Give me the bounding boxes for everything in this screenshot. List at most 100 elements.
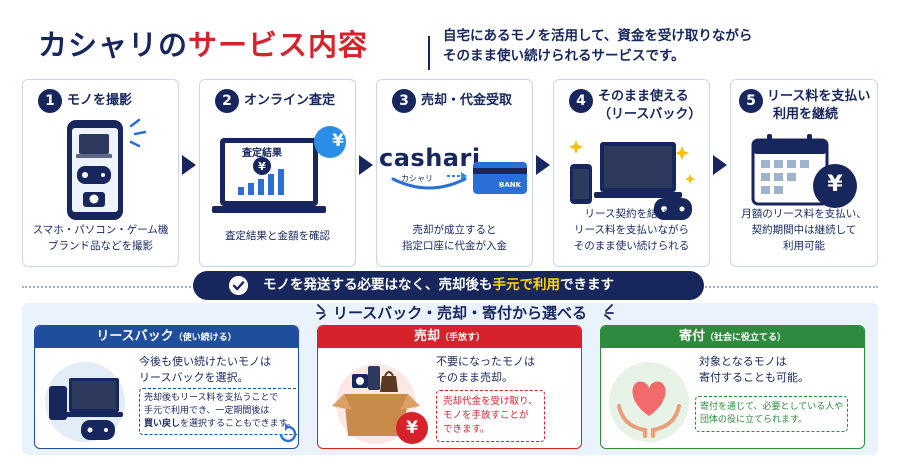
arrow-right-icon xyxy=(713,155,727,175)
header-tagline: 自宅にあるモノを活用して、資金を受け取りながら そのまま使い続けられるサービスで… xyxy=(443,26,752,66)
yen-coin-icon: ¥ xyxy=(827,172,843,197)
panel-donate-header: 寄付（社会に役立てる） xyxy=(601,326,864,348)
panel-leaseback-note-line-2: 手元で利用でき、一定期間後は xyxy=(144,406,270,416)
panel-sell-note: 売却代金を受け取り、 モノを手放すことが できます。 xyxy=(436,390,545,442)
arrow-right-icon xyxy=(182,155,196,175)
panel-leaseback-note-line-3-rest: を選択することもできます。 xyxy=(180,419,296,429)
banner-text-main: モノを発送する必要はなく、売却後も xyxy=(263,277,493,293)
panel-leaseback-note-line-1: 売却後もリース料を支払うことで xyxy=(144,393,279,403)
step-5-title-line-2: 利用を継続 xyxy=(773,107,839,122)
step-1-desc-line-1: スマホ・パソコン・ゲーム機 xyxy=(32,224,169,236)
panel-sell-subtitle: （手放す） xyxy=(440,333,486,343)
banner-highlight: 手元で利用 xyxy=(492,277,561,293)
cashari-kana: カシャリ xyxy=(401,174,433,183)
tagline-line-1: 自宅にあるモノを活用して、資金を受け取りながら xyxy=(443,28,753,44)
step-5-desc-line-2: 契約期間中は継続して xyxy=(751,224,857,236)
panel-leaseback-title: リースバック xyxy=(96,329,174,344)
cycle-arrow-icon xyxy=(279,423,297,443)
step-5-desc-line-1: 月額のリース料を支払い、 xyxy=(741,208,867,220)
step-5-description: 月額のリース料を支払い、 契約期間中は継続して 利用可能 xyxy=(731,206,877,254)
devices-icon xyxy=(569,140,695,220)
arrow-right-icon xyxy=(359,155,373,175)
step-3-description: 売却が成立すると 指定口座に代金が入金 xyxy=(377,222,532,254)
arrow-right-icon xyxy=(536,155,550,175)
sparkle-left-icon xyxy=(316,304,326,320)
step-3-desc-line-2: 指定口座に代金が入金 xyxy=(402,240,507,252)
step-2-card: 2 オンライン査定 ¥ 査定結果 ¥ 査定結果と金額を確認 xyxy=(199,79,356,267)
step-4-desc-line-1: リース契約を結び、 xyxy=(584,208,679,220)
svg-text:¥: ¥ xyxy=(258,160,266,173)
panel-donate: 寄付（社会に役立てる） 対象となるモノは 寄付することも可能。 寄付を通じて、必… xyxy=(600,325,865,449)
step-4-desc-line-2: リース料を支払いながら xyxy=(574,224,689,236)
panel-sell-note-line-3: できます。 xyxy=(443,424,490,435)
step-4-desc-line-3: そのまま使い続けられる xyxy=(573,240,690,252)
step-5-card: 5 リース料を支払い 利用を継続 ¥ 月額のリース料を支払い、 契約期間中は継続… xyxy=(730,79,878,267)
panel-leaseback-text-line-2: リースバックを選択。 xyxy=(139,371,249,384)
step-5-title: リース料を支払い 利用を継続 xyxy=(767,88,873,124)
key-message-banner: モノを発送する必要はなく、売却後も手元で利用できます xyxy=(193,271,704,300)
step-4-title: そのまま使える （リースバック） xyxy=(598,88,705,124)
yen-coin-icon: ¥ xyxy=(406,418,418,438)
screen-label: 査定結果 xyxy=(242,148,282,159)
panel-donate-subtitle: （社会に役立てる） xyxy=(705,333,787,343)
panel-leaseback-note-line-3: 買い戻しを選択することもできます。 xyxy=(144,418,296,431)
step-2-description: 査定結果と金額を確認 xyxy=(200,228,355,244)
yen-badge-icon: ¥ xyxy=(332,131,344,151)
step-4-number: 4 xyxy=(569,89,593,113)
panel-leaseback-header: リースバック（使い続ける） xyxy=(35,326,298,348)
step-5-number: 5 xyxy=(739,89,763,113)
page-title: カシャリのサービス内容 xyxy=(38,22,368,64)
panel-leaseback: リースバック（使い続ける） 今後も使い続けたいモノは リースバックを選択。 売却… xyxy=(34,325,299,449)
panel-sell: 売却（手放す） ¥ 不要になったモノは そのまま売却。 売却代金を受け取り、 モ… xyxy=(317,325,582,449)
panel-sell-note-line-2: モノを手放すことが xyxy=(443,410,529,421)
header-divider xyxy=(428,36,430,70)
panel-donate-text-line-2: 寄付することも可能。 xyxy=(699,371,809,384)
bank-card-label: BANK xyxy=(499,181,522,189)
step-1-card: 1 モノを撮影 スマホ・パソコン・ゲーム機 ブランド品などを撮影 xyxy=(22,79,179,267)
step-2-number: 2 xyxy=(215,89,239,113)
panel-sell-header: 売却（手放す） xyxy=(318,326,581,348)
logo-swoosh-icon xyxy=(391,177,467,190)
banner-text: モノを発送する必要はなく、売却後も手元で利用できます xyxy=(263,271,614,300)
step-2-title: オンライン査定 xyxy=(244,93,336,108)
banner-text-end: できます xyxy=(560,277,614,293)
tagline-line-2: そのまま使い続けられるサービスです。 xyxy=(443,48,685,64)
step-4-title-line-2: （リースバック） xyxy=(598,107,702,122)
panel-sell-text-line-2: そのまま売却。 xyxy=(436,371,513,384)
step-4-description: リース契約を結び、 リース料を支払いながら そのまま使い続けられる xyxy=(554,206,709,254)
laptop-icon: ¥ xyxy=(212,126,346,213)
panel-donate-text: 対象となるモノは 寄付することも可能。 xyxy=(699,354,809,386)
step-5-desc-line-3: 利用可能 xyxy=(783,240,825,252)
step-1-number: 1 xyxy=(38,89,62,113)
calendar-icon xyxy=(751,134,857,208)
step-3-desc-line-1: 売却が成立すると xyxy=(412,224,497,236)
title-part-brand: カシャリの xyxy=(38,28,189,62)
panel-sell-text-line-1: 不要になったモノは xyxy=(436,355,535,368)
panel-sell-note-line-1: 売却代金を受け取り、 xyxy=(443,396,538,407)
panel-donate-text-line-1: 対象となるモノは xyxy=(699,355,787,368)
title-part-service: サービス内容 xyxy=(188,28,369,62)
panel-donate-note-line-1: 寄付を通じて、必要としている人や xyxy=(700,402,844,412)
box-of-items-icon xyxy=(332,364,428,444)
options-title: リースバック・売却・寄付から選べる xyxy=(333,304,587,322)
sparkle-right-icon xyxy=(604,304,614,320)
step-1-desc-line-2: ブランド品などを撮影 xyxy=(48,240,153,252)
step-5-title-line-1: リース料を支払い xyxy=(767,89,871,104)
check-circle-icon xyxy=(229,276,248,295)
panel-leaseback-subtitle: （使い続ける） xyxy=(173,333,237,343)
panel-leaseback-note: 売却後もリース料を支払うことで 手元で利用でき、一定期間後は 買い戻しを選択する… xyxy=(139,388,298,435)
panel-sell-title: 売却 xyxy=(413,329,440,344)
panel-donate-note-line-2: 団体の役に立てられます。 xyxy=(700,415,808,425)
step-1-description: スマホ・パソコン・ゲーム機 ブランド品などを撮影 xyxy=(23,222,178,254)
bank-card-icon xyxy=(447,162,527,194)
buy-back-emphasis: 買い戻し xyxy=(144,419,181,429)
step-1-title: モノを撮影 xyxy=(67,93,133,108)
panel-leaseback-text-line-1: 今後も使い続けたいモノは xyxy=(139,355,271,368)
step-3-number: 3 xyxy=(392,89,416,113)
heart-hands-icon xyxy=(609,362,689,442)
smartphone-icon xyxy=(67,118,147,220)
step-2-desc-line-1: 査定結果と金額を確認 xyxy=(225,230,330,242)
panel-donate-note: 寄付を通じて、必要としている人や 団体の役に立てられます。 xyxy=(695,396,849,432)
devices-icon xyxy=(45,362,125,442)
step-3-card: 3 売却・代金受取 cashari カシャリ BANK 売却が成立すると 指定口… xyxy=(376,79,533,267)
